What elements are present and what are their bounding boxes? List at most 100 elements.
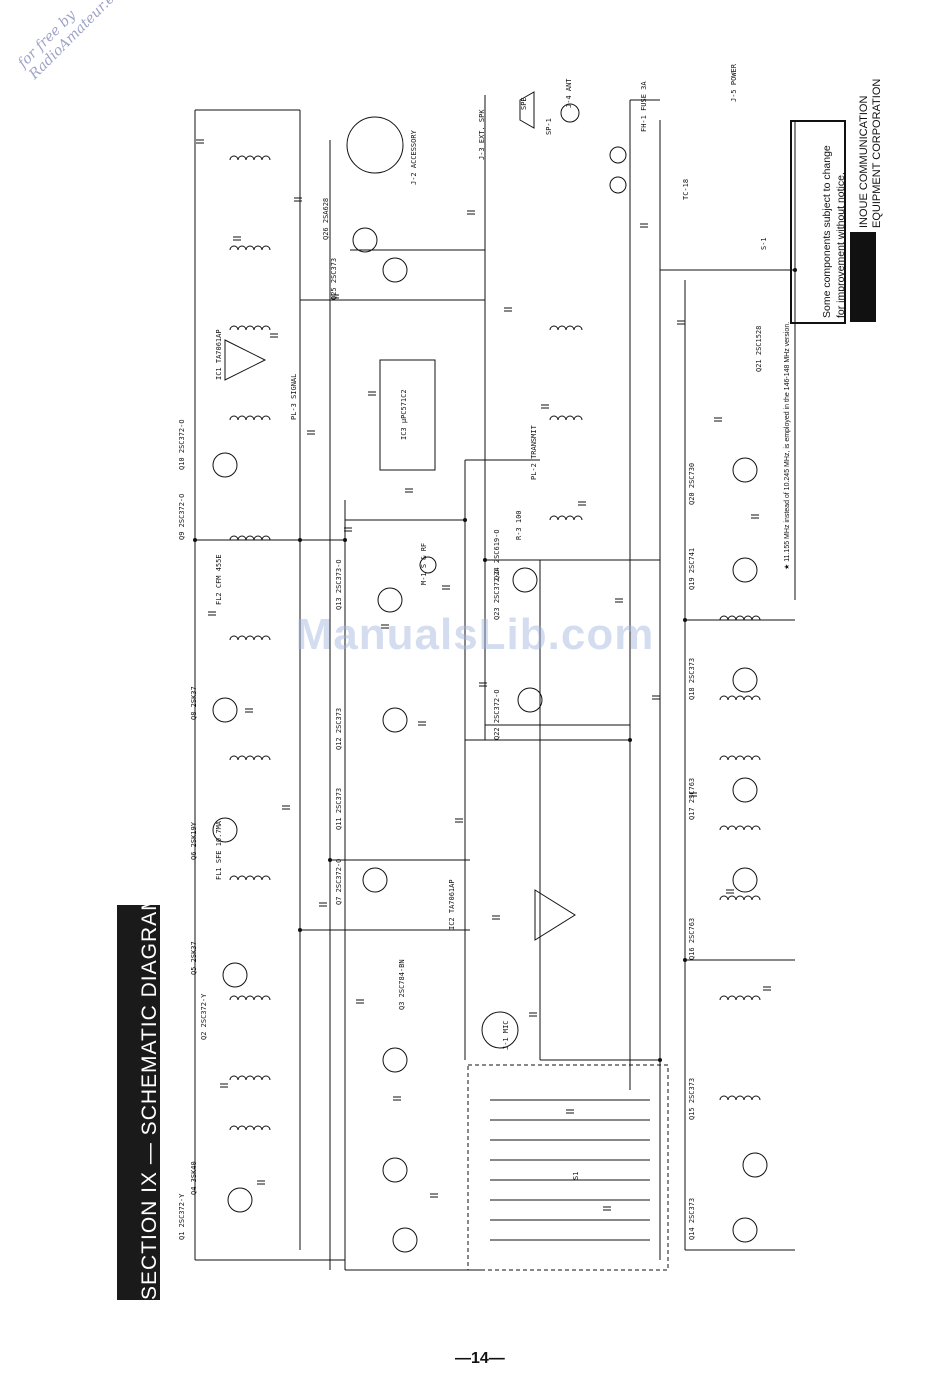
transistor-1 — [212, 452, 238, 478]
transistor-7 — [392, 1227, 418, 1253]
company-name: INOUE COMMUNICATION EQUIPMENT CORPORATIO… — [858, 79, 884, 228]
switch-s1-box — [467, 1064, 669, 1271]
component-label: Q16 2SC763 — [688, 917, 696, 960]
component-label: Q18 2SC373 — [688, 657, 696, 700]
notice-line1: Some components subject to change — [821, 145, 833, 318]
section-title-bar — [117, 905, 160, 1300]
coil-stage-10 — [229, 1075, 271, 1081]
component-label: Q22 2SC372-O — [493, 689, 501, 740]
spe-label: SPE — [520, 97, 528, 110]
coil-stage-11 — [229, 1125, 271, 1131]
overlay-watermark: ManualsLib.com — [295, 610, 655, 659]
component-label: Q11 2SC373 — [335, 787, 343, 830]
coil-mid-3 — [549, 515, 583, 521]
transistor-10 — [222, 962, 248, 988]
page-number: —14— — [455, 1350, 505, 1367]
ext-spk-label: J-3 EXT. SPK — [478, 109, 486, 160]
component-label: Q17 2SC763 — [688, 777, 696, 820]
component-label: IC1 TA7061AP — [215, 329, 223, 380]
component-label: Q4 3SK40 — [190, 1161, 198, 1195]
coil-stage-7 — [229, 755, 271, 761]
pilot-lamp-1 — [609, 146, 627, 164]
transistor-20 — [382, 257, 408, 283]
component-label: Q19 2SC741 — [688, 547, 696, 590]
accessory-connector-label: J-2 ACCESSORY — [410, 130, 418, 185]
meter-m1 — [419, 556, 437, 574]
coil-stage-5 — [229, 535, 271, 541]
company-line1: INOUE COMMUNICATION — [858, 95, 870, 228]
component-label: TC-18 — [682, 178, 690, 200]
component-label: IC2 TA7061AP — [448, 879, 456, 930]
coil-stage-8 — [229, 875, 271, 881]
coil-stage-4 — [229, 415, 271, 421]
sp1-label: SP-1 — [545, 118, 553, 135]
coil-stage-9 — [229, 995, 271, 1001]
transistor-4 — [362, 867, 388, 893]
component-label: FL1 SFE 10.7MA — [215, 820, 223, 880]
component-label: S-1 — [760, 237, 768, 250]
coil-right-1 — [719, 615, 761, 621]
coil-mid-2 — [549, 415, 583, 421]
coil-stage-3 — [229, 325, 271, 331]
coil-right-3 — [719, 755, 761, 761]
transistor-8 — [212, 697, 238, 723]
component-label: Q21 2SC1528 — [755, 325, 763, 372]
component-label: Q9 2SC372-O — [178, 493, 186, 540]
antenna-label: J-4 ANT — [565, 78, 573, 108]
component-label: Q8 2SK37 — [190, 686, 198, 720]
antenna-jack — [560, 103, 580, 123]
component-label: Q14 2SC373 — [688, 1197, 696, 1240]
component-label: Q26 2SA628 — [322, 197, 330, 240]
component-label: Q20 2SC730 — [688, 462, 696, 505]
notice-box — [790, 120, 846, 324]
ic1-amplifier-symbol — [224, 339, 267, 381]
transistor-19 — [732, 1217, 758, 1243]
transistor-13 — [732, 457, 758, 483]
section-title: SECTION IX — SCHEMATIC DIAGRAM — [138, 892, 161, 1300]
transistor-2 — [377, 587, 403, 613]
component-label: Q10 2SC372-O — [178, 419, 186, 470]
transistor-21 — [352, 227, 378, 253]
company-line2: EQUIPMENT CORPORATION — [871, 78, 883, 228]
coil-stage-6 — [229, 635, 271, 641]
component-label: Q5 2SK37 — [190, 941, 198, 975]
coil-right-5 — [719, 895, 761, 901]
speaker-symbol — [519, 91, 535, 129]
component-label: IC3 μPC571C2 — [400, 389, 408, 440]
component-label: S1 — [572, 1171, 580, 1180]
component-label: FL2 CFM 455E — [215, 554, 223, 605]
transistor-11 — [512, 567, 538, 593]
notice-line2: for improvement without notice. — [835, 172, 847, 318]
coil-right-4 — [719, 825, 761, 831]
pilot-lamp-2 — [609, 176, 627, 194]
mic-connector-label: J-1 MIC — [502, 1020, 510, 1050]
coil-right-7 — [719, 1095, 761, 1101]
coil-right-2 — [719, 695, 761, 701]
component-label: M-1 S & RF — [420, 542, 428, 585]
power-connector-label: J-5 POWER — [730, 64, 738, 102]
component-label: Q13 2SC373-O — [335, 559, 343, 610]
component-label: Q1 2SC372-Y — [178, 1193, 186, 1240]
component-label: Q25 2SC373 — [330, 257, 338, 300]
transistor-9 — [212, 817, 238, 843]
component-label: PL-3 SIGNAL — [290, 373, 298, 420]
coil-stage-2 — [229, 245, 271, 251]
transistor-14 — [732, 557, 758, 583]
transistor-16 — [732, 777, 758, 803]
ic3-block — [379, 359, 436, 471]
transistor-5 — [382, 1047, 408, 1073]
coil-stage-1 — [229, 155, 271, 161]
notice-text: Some components subject to change for im… — [820, 145, 848, 318]
coil-mid-1 — [549, 325, 583, 331]
transistor-17 — [732, 867, 758, 893]
transistor-15 — [732, 667, 758, 693]
transistor-12 — [517, 687, 543, 713]
component-label: R-3 100 — [515, 510, 523, 540]
transistor-18 — [742, 1152, 768, 1178]
component-label: Q15 2SC373 — [688, 1077, 696, 1120]
transistor-3 — [382, 707, 408, 733]
fuse-label: FH-1 FUSE 3A — [640, 81, 648, 132]
component-label: Q24 2SC619-O — [493, 529, 501, 580]
